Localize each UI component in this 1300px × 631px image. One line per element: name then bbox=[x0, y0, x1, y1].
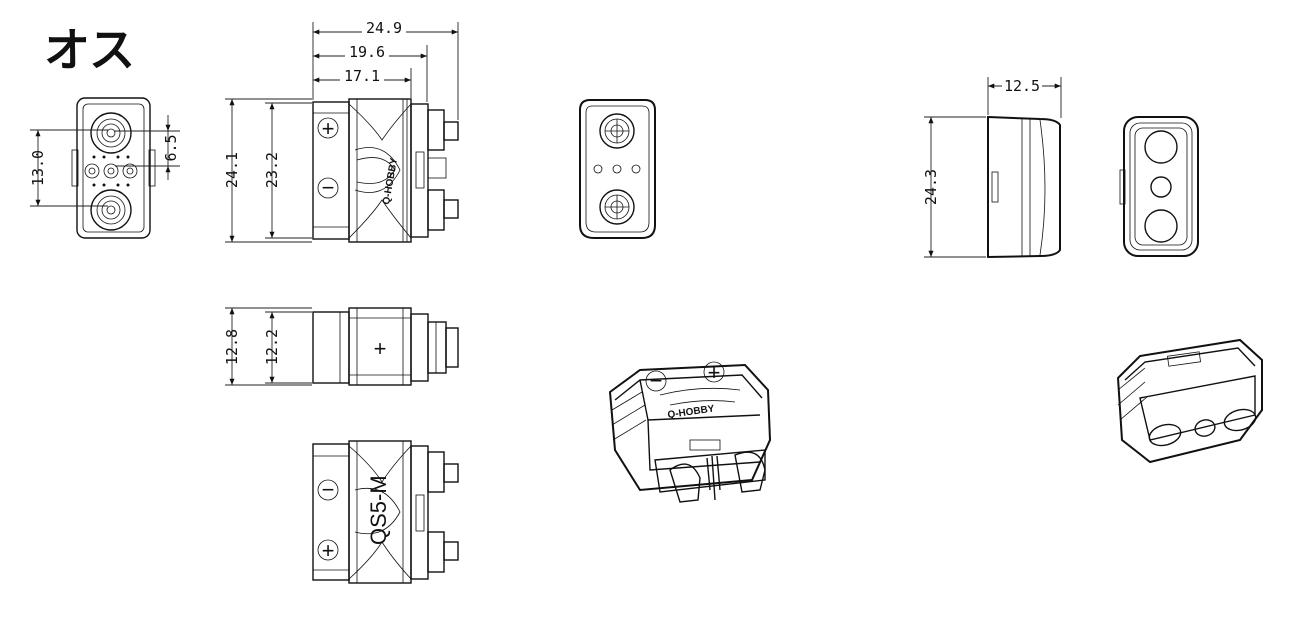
plus-mark-side: + bbox=[322, 116, 335, 141]
dim-cover-height-text: 24.3 bbox=[922, 169, 940, 205]
isometric-connector: Q-HOBBY − + bbox=[608, 360, 772, 503]
front-view: 13.0 6.5 bbox=[29, 97, 180, 239]
front-positive-pin bbox=[90, 112, 132, 154]
dimension-cover-length: 12.5 bbox=[987, 77, 1062, 118]
minus-mark-bottom: − bbox=[322, 477, 335, 502]
dim-overall-length-text: 24.9 bbox=[366, 19, 402, 37]
front-signal-pins bbox=[84, 155, 138, 187]
dimension-lengths: 24.9 19.6 17.1 bbox=[312, 19, 459, 120]
top-view: + 12.8 12.2 bbox=[223, 307, 459, 386]
dim-top-width-inner-text: 12.2 bbox=[263, 329, 281, 365]
cover-front-view bbox=[1119, 116, 1199, 257]
brand-logo-side: Q-HOBBY bbox=[381, 157, 400, 206]
connector-face-view bbox=[579, 99, 656, 239]
isometric-cover bbox=[1116, 338, 1263, 464]
page-title: オス bbox=[44, 23, 135, 77]
plus-mark-top: + bbox=[374, 336, 387, 361]
model-label: QS5-M bbox=[366, 475, 391, 545]
minus-mark-iso: − bbox=[650, 368, 663, 393]
dim-pin-spacing-text: 6.5 bbox=[162, 134, 180, 161]
side-view-bottom: QS5-M − + bbox=[312, 440, 459, 584]
cover-side-view: 12.5 24.3 bbox=[922, 77, 1062, 259]
dimension-cover-height: 24.3 bbox=[922, 116, 986, 258]
dimension-side-heights: 24.1 23.2 bbox=[223, 98, 312, 243]
dim-front-height-text: 13.0 bbox=[29, 150, 47, 186]
plus-mark-iso: + bbox=[708, 360, 721, 385]
side-view-top: Q-HOBBY + − bbox=[223, 19, 459, 243]
minus-mark-side: − bbox=[322, 175, 335, 200]
dim-side-height-inner-text: 23.2 bbox=[263, 152, 281, 188]
dim-body-length-text: 19.6 bbox=[349, 43, 385, 61]
dimension-front-height: 13.0 bbox=[29, 129, 108, 207]
plus-mark-bottom: + bbox=[322, 538, 335, 563]
front-negative-pin bbox=[90, 189, 132, 231]
dimension-top-widths: 12.8 12.2 bbox=[223, 307, 312, 386]
dimension-front-pin-spacing: 6.5 bbox=[115, 115, 180, 180]
dim-side-height-outer-text: 24.1 bbox=[223, 152, 241, 188]
dim-cover-length-text: 12.5 bbox=[1004, 77, 1040, 95]
logo-side: Q-HOBBY bbox=[381, 157, 400, 206]
dim-housing-length-text: 17.1 bbox=[344, 67, 380, 85]
dim-top-width-outer-text: 12.8 bbox=[223, 329, 241, 365]
